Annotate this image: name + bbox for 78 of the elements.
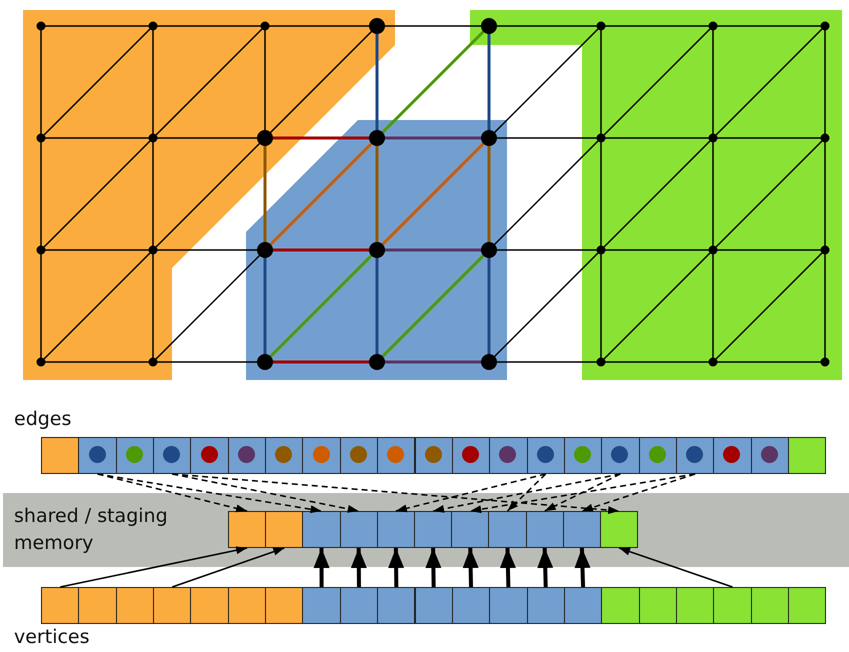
edge-slot bbox=[713, 437, 752, 474]
arrow bbox=[574, 548, 590, 588]
vertex-slot bbox=[452, 587, 490, 624]
edge-slot bbox=[116, 437, 154, 474]
arrow bbox=[537, 548, 554, 588]
staging-slot bbox=[228, 511, 266, 548]
staging-slot bbox=[302, 511, 341, 548]
vertex-slot bbox=[564, 587, 602, 624]
edge-slot bbox=[489, 437, 528, 474]
dashed-arrow bbox=[432, 473, 621, 513]
edge-slot bbox=[377, 437, 416, 474]
staging-slot bbox=[562, 511, 601, 548]
staging-slot bbox=[340, 511, 378, 548]
vertex-slot bbox=[601, 587, 640, 624]
vertex-slot bbox=[153, 587, 192, 624]
vertex-slot bbox=[228, 587, 266, 624]
edge-slot bbox=[41, 437, 80, 474]
edge-slot bbox=[153, 437, 192, 474]
edge-slot bbox=[302, 437, 341, 474]
arrow bbox=[172, 547, 285, 588]
edge-slot bbox=[638, 437, 677, 474]
staging-slot bbox=[526, 511, 564, 548]
edge-slot bbox=[676, 437, 714, 474]
arrow bbox=[350, 548, 367, 588]
vertex-slot bbox=[676, 587, 714, 624]
row-label: vertices bbox=[14, 626, 90, 648]
arrow bbox=[314, 548, 330, 587]
arrow bbox=[618, 547, 733, 588]
vertex-slot bbox=[78, 587, 117, 624]
arrow bbox=[500, 548, 516, 588]
vertex-slot bbox=[414, 587, 453, 624]
vertex-slot bbox=[377, 587, 416, 624]
dashed-arrow bbox=[582, 473, 696, 512]
staging-slot bbox=[600, 511, 638, 548]
edge-slot bbox=[564, 437, 602, 474]
staging-slot bbox=[376, 511, 415, 548]
vertex-slot bbox=[713, 587, 752, 624]
vertex-slot bbox=[750, 587, 789, 624]
staging-slot bbox=[265, 511, 304, 548]
dashed-arrow bbox=[97, 473, 248, 512]
dashed-arrow bbox=[97, 473, 322, 514]
dashed-arrow bbox=[544, 473, 621, 512]
memory-band bbox=[3, 493, 849, 567]
vertex-slot bbox=[190, 587, 229, 624]
edge-slot bbox=[750, 437, 789, 474]
vertex-slot bbox=[638, 587, 677, 624]
row-label: edges bbox=[14, 408, 72, 430]
arrow bbox=[462, 548, 479, 588]
band-title: shared / staging memory bbox=[14, 504, 169, 556]
vertex-slot bbox=[41, 587, 80, 624]
edge-slot bbox=[265, 437, 304, 474]
dashed-arrow bbox=[172, 473, 620, 514]
edge-slot bbox=[788, 437, 826, 474]
vertex-slot bbox=[340, 587, 378, 624]
edge-slot bbox=[190, 437, 229, 474]
arrow bbox=[388, 548, 404, 588]
vertex-slot bbox=[265, 587, 304, 624]
dashed-arrow bbox=[506, 473, 546, 512]
edge-slot bbox=[228, 437, 266, 474]
dashed-arrow bbox=[172, 473, 359, 513]
vertex-slot bbox=[526, 587, 565, 624]
arrow bbox=[60, 546, 248, 588]
edge-slot bbox=[340, 437, 378, 474]
edge-slot bbox=[78, 437, 117, 474]
dashed-arrow bbox=[470, 473, 696, 514]
staging-slot bbox=[488, 511, 527, 548]
vertex-slot bbox=[788, 587, 826, 624]
vertex-slot bbox=[302, 587, 341, 624]
arrow bbox=[425, 548, 442, 588]
staging-slot bbox=[451, 511, 490, 548]
vertex-slot bbox=[489, 587, 528, 624]
dashed-arrow bbox=[396, 473, 546, 512]
edge-slot bbox=[414, 437, 453, 474]
edge-slot bbox=[452, 437, 490, 474]
staging-slot bbox=[414, 511, 452, 548]
edge-slot bbox=[601, 437, 640, 474]
edge-slot bbox=[526, 437, 565, 474]
vertex-slot bbox=[116, 587, 154, 624]
